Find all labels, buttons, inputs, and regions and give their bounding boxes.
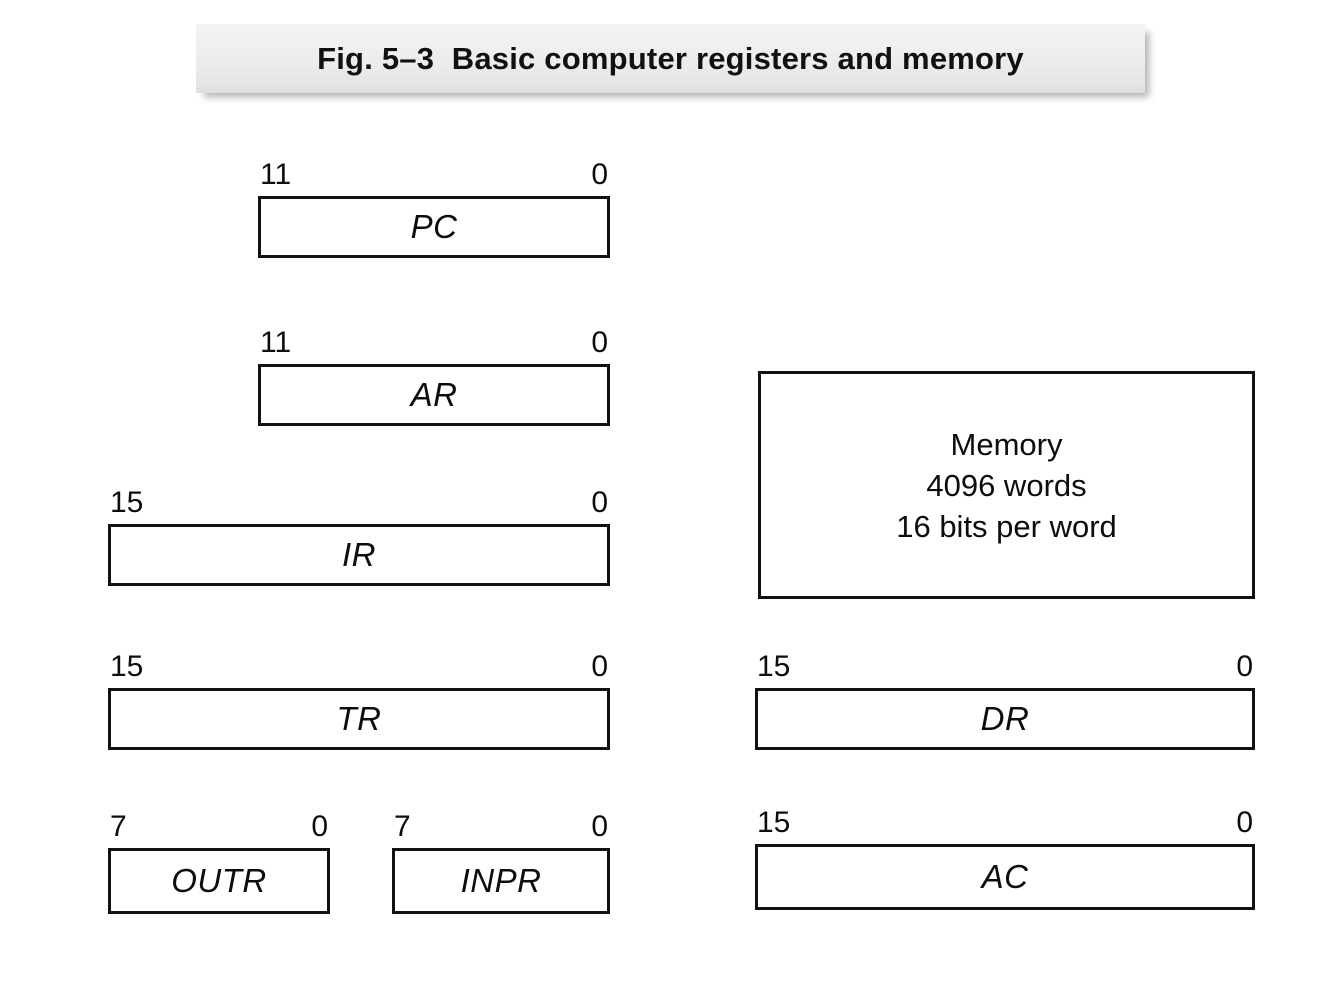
register-group-tr: 15 0 TR <box>108 650 610 750</box>
register-group-dr: 15 0 DR <box>755 650 1255 750</box>
register-label-dr: DR <box>980 700 1030 737</box>
bit-label-msb: 11 <box>260 158 292 191</box>
bit-label-msb: 15 <box>757 650 791 683</box>
register-box-outr[interactable]: OUTR <box>108 848 330 914</box>
bit-label-msb: 7 <box>394 810 411 843</box>
register-label-ac: AC <box>981 858 1029 895</box>
bit-labels-ir: 15 0 <box>108 486 610 522</box>
register-group-ac: 15 0 AC <box>755 806 1255 910</box>
bit-label-lsb: 0 <box>591 326 608 359</box>
bit-label-lsb: 0 <box>1236 806 1253 839</box>
bit-label-lsb: 0 <box>311 810 328 843</box>
register-box-ac[interactable]: AC <box>755 844 1255 910</box>
bit-label-lsb: 0 <box>591 158 608 191</box>
register-label-ir: IR <box>342 536 376 573</box>
bit-label-lsb: 0 <box>1236 650 1253 683</box>
register-box-dr[interactable]: DR <box>755 688 1255 750</box>
memory-block[interactable]: Memory 4096 words 16 bits per word <box>758 371 1255 599</box>
memory-line-words: 4096 words <box>926 467 1087 503</box>
figure-title: Fig. 5–3 Basic computer registers and me… <box>317 40 1024 76</box>
register-label-outr: OUTR <box>171 862 267 899</box>
register-group-outr: 7 0 OUTR <box>108 810 330 914</box>
bit-label-msb: 11 <box>260 326 292 359</box>
bit-labels-inpr: 7 0 <box>392 810 610 846</box>
bit-label-msb: 7 <box>110 810 127 843</box>
memory-line-title: Memory <box>950 426 1063 462</box>
bit-labels-outr: 7 0 <box>108 810 330 846</box>
register-group-ar: 11 0 AR <box>258 326 610 426</box>
register-box-inpr[interactable]: INPR <box>392 848 610 914</box>
bit-label-msb: 15 <box>110 486 144 519</box>
register-label-tr: TR <box>336 700 382 737</box>
bit-labels-pc: 11 0 <box>258 158 610 194</box>
bit-labels-ac: 15 0 <box>755 806 1255 842</box>
bit-labels-dr: 15 0 <box>755 650 1255 686</box>
bit-label-msb: 15 <box>110 650 144 683</box>
register-label-ar: AR <box>410 376 458 413</box>
register-box-ar[interactable]: AR <box>258 364 610 426</box>
figure-title-banner: Fig. 5–3 Basic computer registers and me… <box>196 24 1145 93</box>
bit-label-lsb: 0 <box>591 650 608 683</box>
bit-labels-ar: 11 0 <box>258 326 610 362</box>
register-label-inpr: INPR <box>460 862 542 899</box>
bit-label-lsb: 0 <box>591 486 608 519</box>
memory-line-bits: 16 bits per word <box>896 508 1117 544</box>
bit-label-msb: 15 <box>757 806 791 839</box>
register-label-pc: PC <box>410 208 458 245</box>
bit-labels-tr: 15 0 <box>108 650 610 686</box>
bit-label-lsb: 0 <box>591 810 608 843</box>
register-box-tr[interactable]: TR <box>108 688 610 750</box>
register-box-pc[interactable]: PC <box>258 196 610 258</box>
register-group-inpr: 7 0 INPR <box>392 810 610 914</box>
register-group-pc: 11 0 PC <box>258 158 610 258</box>
register-group-ir: 15 0 IR <box>108 486 610 586</box>
register-box-ir[interactable]: IR <box>108 524 610 586</box>
